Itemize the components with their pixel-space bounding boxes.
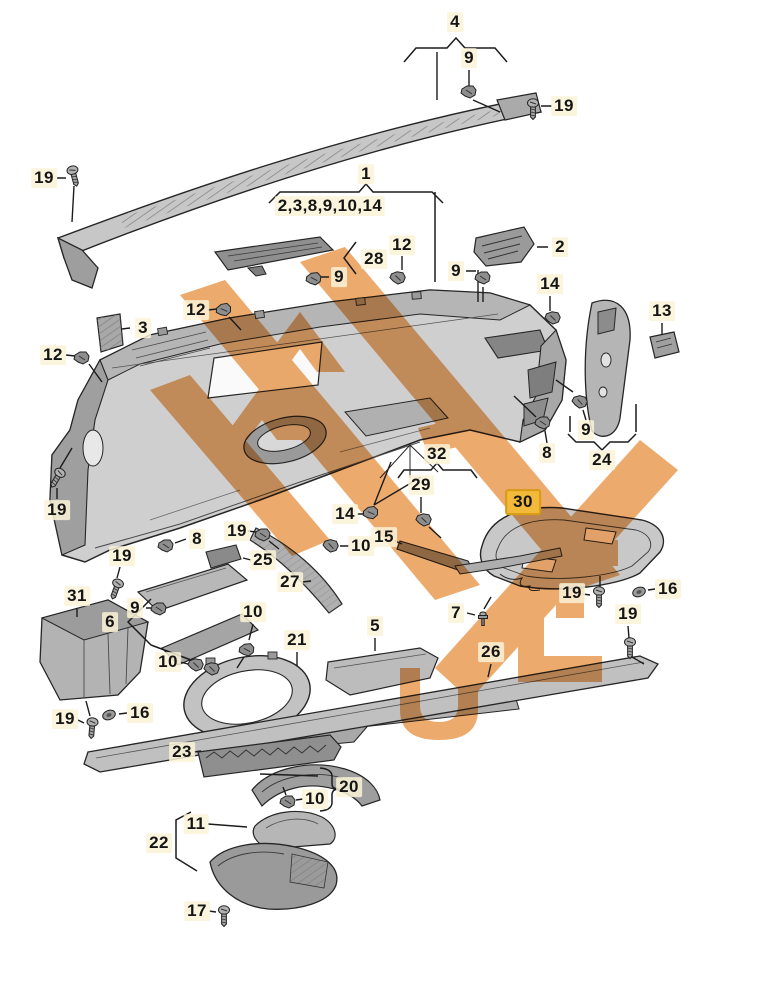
- clip-icon: [460, 85, 477, 99]
- bracket-24: [567, 404, 637, 452]
- bracket-1: [268, 182, 444, 282]
- bracket-22: [175, 811, 198, 872]
- part-lower-panel-31: [39, 599, 150, 701]
- part-trim-5: [325, 647, 439, 696]
- part-bracket-13: [649, 331, 680, 359]
- clip-icon: [73, 351, 90, 365]
- screw-icon: [593, 586, 605, 608]
- part-defroster-grille: [213, 236, 335, 277]
- part-steering-cover-lower: [209, 842, 338, 910]
- part-center-vent-2: [473, 226, 535, 267]
- clip-icon: [570, 393, 589, 411]
- part-rail-23: [197, 734, 342, 778]
- clip-icon: [238, 642, 255, 658]
- bracket-4: [403, 36, 508, 63]
- clip-icon: [150, 602, 167, 616]
- screw-icon: [85, 716, 99, 740]
- screw-icon: [624, 637, 636, 659]
- clip-icon: [279, 795, 296, 809]
- screw-icon: [106, 577, 126, 602]
- screw-icon: [218, 905, 230, 927]
- grommet-icon: [630, 584, 648, 600]
- clip-icon: [157, 539, 174, 553]
- part-side-panel-right-24: [584, 299, 631, 437]
- part-glovebox-lid-upper: [136, 563, 249, 612]
- part-windshield-trim-strip-4: [56, 92, 542, 289]
- bracket-28: [343, 241, 357, 275]
- part-side-vent-left-3: [96, 313, 124, 353]
- screw-icon: [65, 164, 83, 189]
- part-trim-25: [205, 544, 242, 569]
- part-pad-11: [252, 810, 336, 850]
- part-cluster-surround-21: [183, 651, 311, 740]
- grommet-icon: [100, 707, 118, 723]
- clip-icon: [388, 270, 407, 286]
- leader-lines: [56, 52, 663, 913]
- part-steering-cover-upper: [251, 764, 381, 807]
- clip-icon: [474, 271, 491, 285]
